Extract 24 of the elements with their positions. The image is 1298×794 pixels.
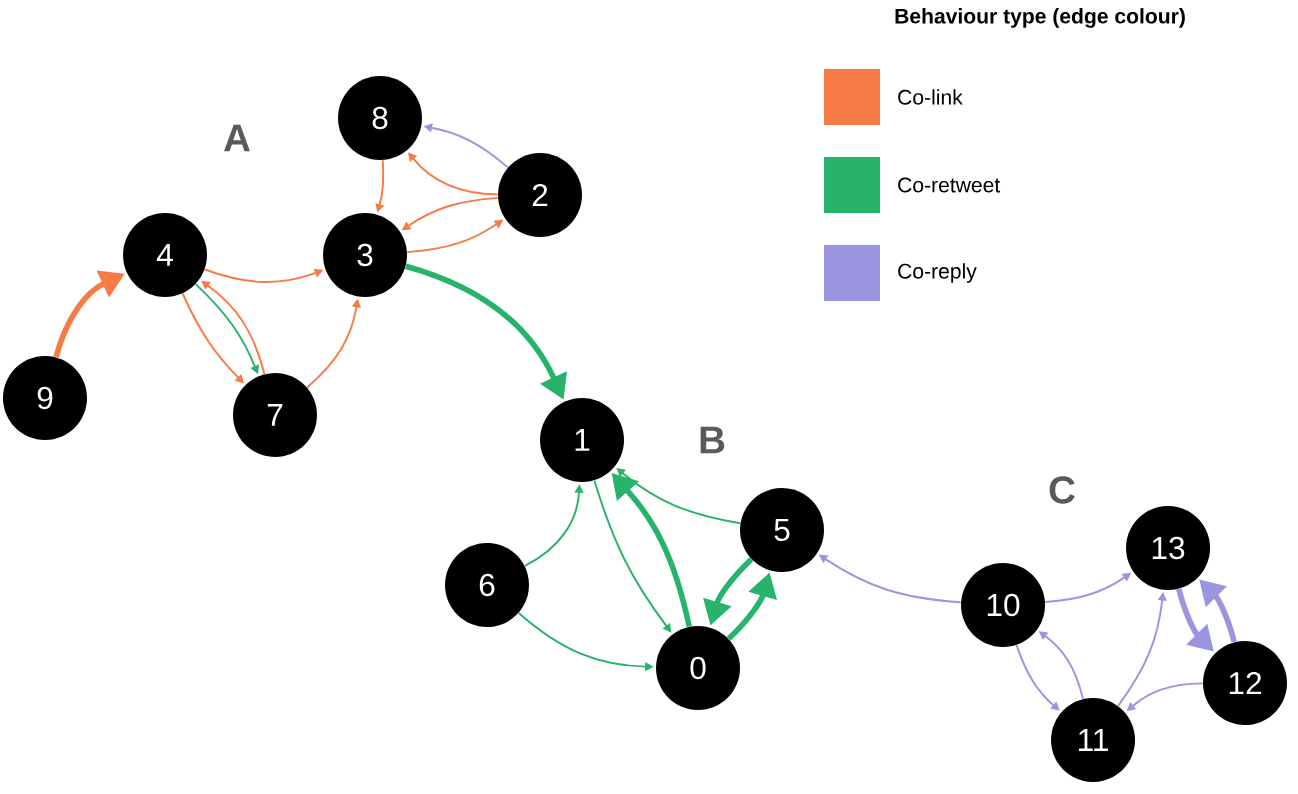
- network-node: 9: [3, 356, 87, 440]
- arrow: [1015, 644, 1060, 711]
- network-node: 5: [740, 488, 824, 572]
- arrow: [201, 280, 266, 375]
- network-node: 10: [961, 563, 1045, 647]
- network-node: 6: [445, 543, 529, 627]
- network-node: 3: [323, 213, 407, 297]
- legend-label: Co-reply: [898, 263, 977, 283]
- network-node: 4: [123, 213, 207, 297]
- cluster-label: B: [700, 426, 725, 454]
- cluster-label: C: [1049, 476, 1075, 504]
- legend-label: Co-link: [898, 89, 963, 105]
- legend-label: Co-retweet: [898, 177, 1001, 193]
- network-node: 8: [338, 76, 422, 160]
- legend-title: Behaviour type (edge colour): [895, 8, 1185, 28]
- network-node: 7: [233, 373, 317, 457]
- network-node: 2: [498, 153, 582, 237]
- network-node: 12: [1203, 641, 1287, 725]
- network-node: 0: [656, 626, 740, 710]
- network-node: 13: [1126, 506, 1210, 590]
- arrow: [408, 152, 499, 196]
- network-node: 11: [1051, 698, 1135, 782]
- cluster-label: A: [224, 124, 250, 152]
- network-node: 1: [540, 398, 624, 482]
